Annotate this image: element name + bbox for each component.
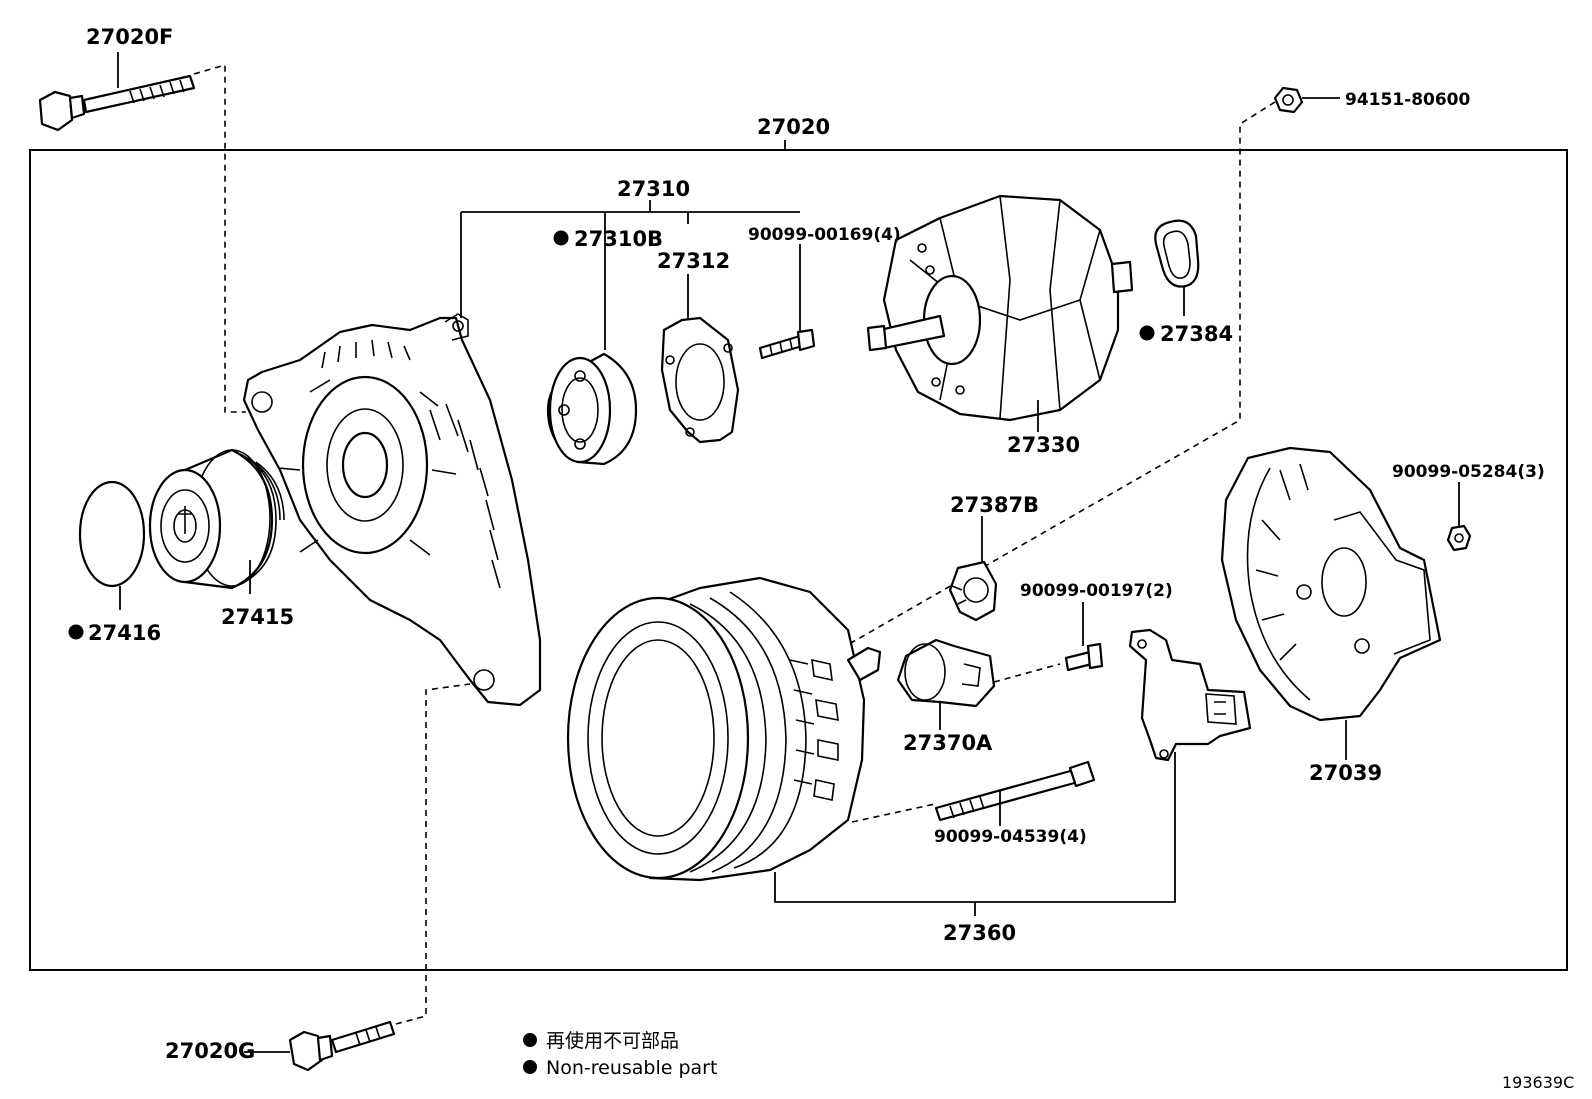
document-id: 193639C [1502, 1073, 1574, 1092]
assembly-frame [29, 149, 1568, 971]
pulley-27415-drawing [148, 448, 285, 590]
label-27310b: 27310B [574, 227, 663, 251]
label-27360: 27360 [943, 921, 1016, 945]
label-90099-04539: 90099-04539(4) [934, 827, 1087, 847]
label-90099-00169: 90099-00169(4) [748, 225, 901, 245]
nut-90099-05284-drawing [1446, 524, 1472, 552]
label-27310: 27310 [617, 177, 690, 201]
label-27020f: 27020F [86, 25, 173, 49]
label-27020g: 27020G [165, 1039, 255, 1063]
legend: 再使用不可部品 Non-reusable part [523, 1030, 717, 1079]
bolt-27020f-drawing [38, 74, 196, 132]
label-27416: 27416 [88, 621, 161, 645]
slip-ring-27384-drawing [1154, 219, 1200, 288]
label-27330: 27330 [1007, 433, 1080, 457]
regulator-drawing [1128, 628, 1252, 762]
retainer-plate-27312-drawing [660, 316, 740, 444]
screw-90099-00197-drawing [1064, 642, 1104, 672]
nut-94151-drawing [1273, 86, 1304, 114]
rotor-27330-drawing [866, 194, 1134, 422]
label-27370a: 27370A [903, 731, 993, 755]
legend-japanese-text: 再使用不可部品 [546, 1030, 679, 1052]
label-27312: 27312 [657, 249, 730, 273]
stator-housing-27360-drawing [566, 576, 882, 882]
holder-27387b-drawing [948, 560, 998, 622]
drive-end-frame-drawing [242, 313, 542, 707]
label-90099-00197: 90099-00197(2) [1020, 581, 1173, 601]
label-27039: 27039 [1309, 761, 1382, 785]
label-27415: 27415 [221, 605, 294, 629]
label-27384: 27384 [1160, 322, 1233, 346]
label-94151-80600: 94151-80600 [1345, 90, 1471, 110]
non-reusable-dot-27416 [68, 624, 84, 640]
through-bolt-90099-04539-drawing [934, 760, 1096, 822]
label-27020: 27020 [757, 115, 830, 139]
brush-holder-27370a-drawing [896, 638, 996, 708]
bolt-27020g-drawing [288, 1020, 396, 1072]
label-90099-05284: 90099-05284(3) [1392, 462, 1545, 482]
cover-27416-drawing [78, 480, 146, 588]
legend-dot-english [523, 1060, 537, 1074]
screw-90099-00169-drawing [758, 328, 816, 360]
legend-dot-japanese [523, 1033, 537, 1047]
rear-cover-27039-drawing [1220, 446, 1442, 722]
bearing-27310b-drawing [546, 352, 638, 466]
label-27387b: 27387B [950, 493, 1039, 517]
legend-english-text: Non-reusable part [546, 1057, 717, 1079]
non-reusable-dot-27384 [1139, 325, 1155, 341]
non-reusable-dot-27310b [553, 230, 569, 246]
